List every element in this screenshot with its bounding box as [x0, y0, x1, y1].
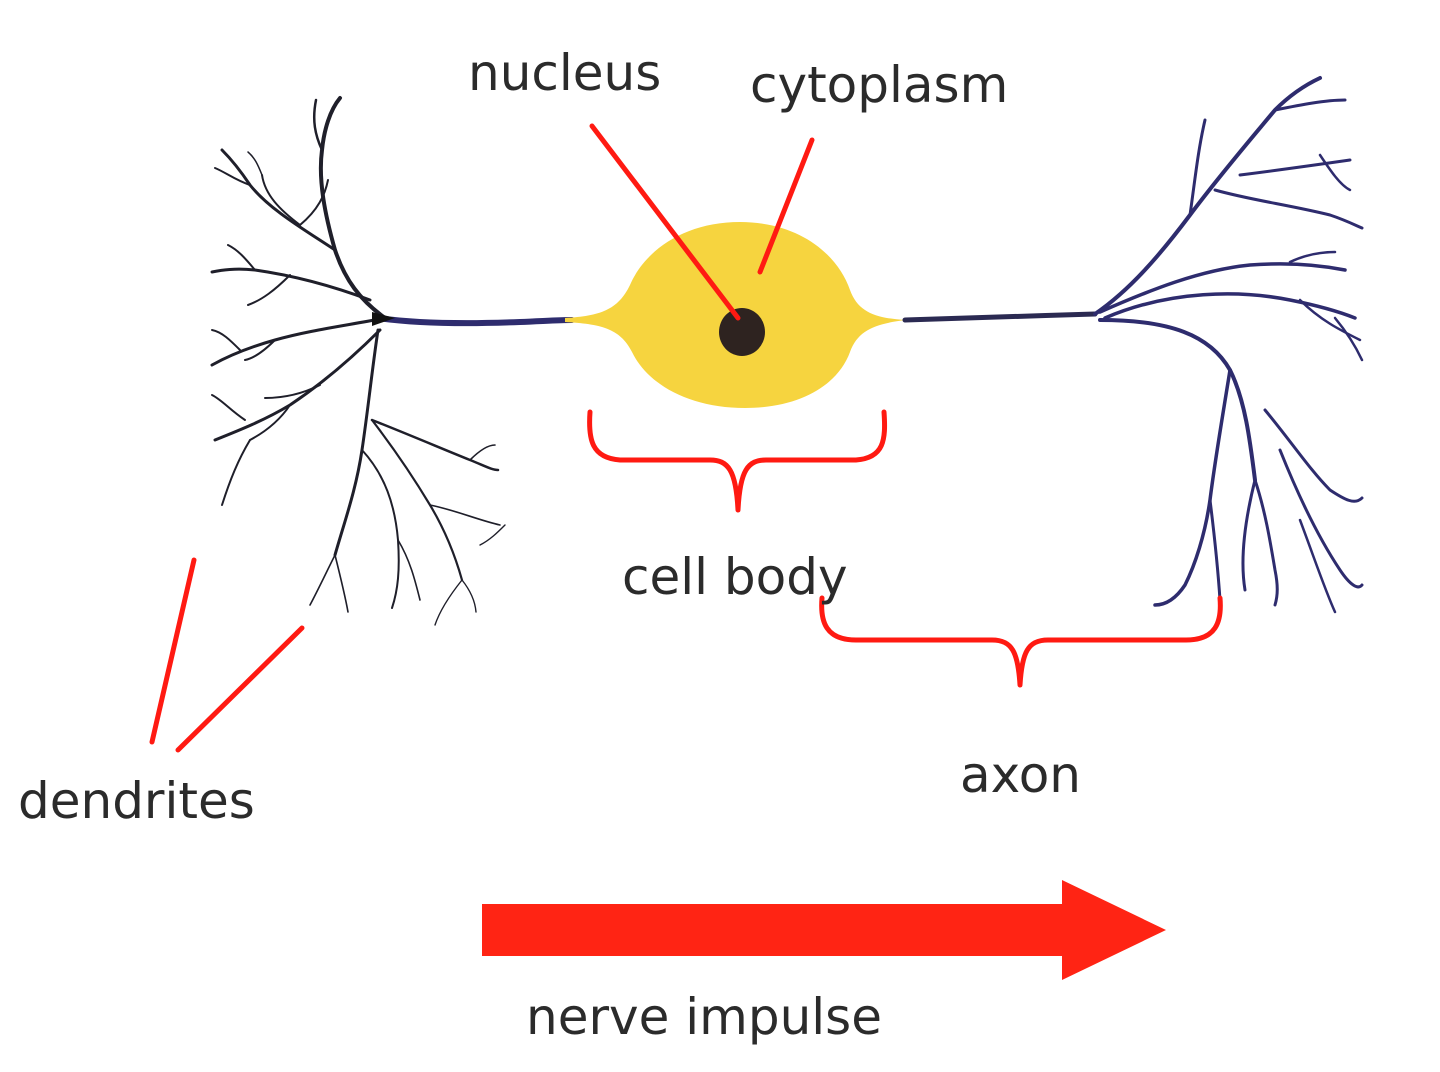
cell-body-label: cell body — [622, 548, 848, 606]
nerve-impulse-label: nerve impulse — [526, 988, 882, 1046]
dendrites-pointer-1 — [149, 557, 197, 745]
dendrites-tree — [210, 96, 506, 626]
axon-terminals — [1093, 76, 1364, 614]
nucleus-label: nucleus — [468, 44, 662, 102]
soma-junction-knot — [372, 312, 395, 326]
axon-label: axon — [960, 746, 1081, 804]
nucleus-pointer — [589, 123, 741, 321]
nucleus-shape — [719, 308, 765, 356]
axon-shaft — [902, 311, 1098, 323]
cytoplasm-label: cytoplasm — [750, 56, 1009, 114]
dendrites-label: dendrites — [18, 772, 255, 830]
axon-brace — [819, 595, 1223, 688]
axon-hillock-left — [375, 315, 575, 327]
cell-body-brace — [587, 409, 887, 513]
dendrites-pointer-2 — [175, 625, 305, 753]
pointer-lines — [149, 123, 815, 753]
cytoplasm-pointer — [757, 137, 815, 275]
nerve-impulse-arrow — [482, 880, 1166, 980]
